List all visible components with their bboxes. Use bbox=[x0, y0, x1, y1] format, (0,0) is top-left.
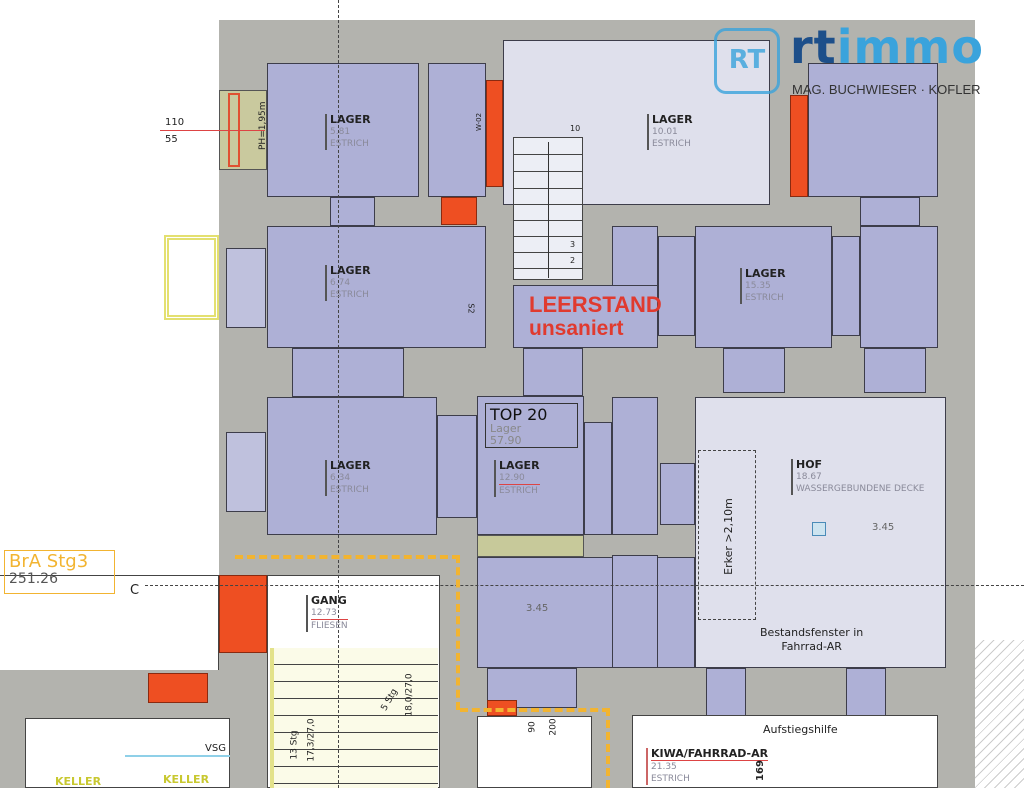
level-marker-1: 3.45 bbox=[526, 603, 549, 614]
orange-wall-3 bbox=[790, 95, 808, 197]
corridor-top bbox=[330, 197, 375, 226]
orange-wall-4 bbox=[219, 575, 267, 653]
orange-wall-2 bbox=[441, 197, 477, 225]
logo-tagline: MAG. BUCHWIESER · KOFLER bbox=[792, 82, 981, 97]
corridor-center bbox=[523, 348, 583, 396]
glass-line bbox=[125, 755, 230, 757]
room-lager-6-74[interactable] bbox=[267, 226, 486, 348]
room-small-top[interactable] bbox=[428, 63, 486, 197]
stair-step-2: 2 bbox=[570, 256, 576, 265]
door-height: 200 bbox=[548, 718, 559, 736]
corridor-top-right bbox=[860, 197, 920, 226]
keller-label-1: KELLER bbox=[55, 775, 102, 788]
dim-169: 169 bbox=[754, 760, 766, 781]
stair-5-dim: 18,0/27,0 bbox=[404, 673, 415, 717]
corridor-left bbox=[292, 348, 404, 397]
stair-13-dim: 17,3/27,0 bbox=[306, 718, 317, 762]
link-right bbox=[832, 236, 860, 336]
orange-wall-5 bbox=[148, 673, 208, 703]
window-15 bbox=[723, 348, 785, 393]
logo: RT rtimmo MAG. BUCHWIESER · KOFLER bbox=[714, 20, 1014, 100]
orange-wall-1 bbox=[486, 80, 503, 187]
window-yellow-ext bbox=[164, 235, 219, 320]
window-code: W-02 bbox=[475, 112, 484, 132]
right-white bbox=[975, 640, 1024, 788]
link-mid bbox=[658, 236, 695, 336]
ph-label: PH=1,95m bbox=[258, 101, 268, 150]
height-label-top: 110 bbox=[165, 117, 185, 128]
unit-box-top-20: TOP 20 Lager 57.90 bbox=[485, 403, 578, 448]
staircase bbox=[513, 137, 583, 280]
stair-gang bbox=[270, 648, 438, 788]
s2-label: S2 bbox=[466, 303, 476, 314]
link-6-34 bbox=[437, 415, 477, 518]
room-leerstand[interactable] bbox=[513, 285, 658, 348]
status-leerstand: LEERSTAND unsaniert bbox=[529, 292, 662, 341]
column-3 bbox=[612, 397, 658, 535]
yellow-boundary-bottom bbox=[460, 708, 610, 788]
logo-wordmark: rtimmo bbox=[790, 20, 984, 74]
bra-box: BrA Stg3 251.26 bbox=[4, 550, 115, 594]
yellow-boundary bbox=[235, 555, 460, 710]
room-right-mid[interactable] bbox=[860, 226, 938, 348]
threshold bbox=[477, 535, 584, 557]
height-label-bottom: 55 bbox=[165, 134, 178, 145]
window-right bbox=[864, 348, 926, 393]
vsg-label: VSG bbox=[205, 743, 226, 754]
erker-outline bbox=[698, 450, 756, 620]
room-lower[interactable] bbox=[477, 557, 695, 668]
axis-line-v1 bbox=[338, 0, 339, 788]
stair-step-10: 10 bbox=[570, 124, 581, 133]
section-mark-c: C bbox=[130, 583, 140, 598]
window-hof-right bbox=[846, 668, 886, 716]
aufstiegshilfe-label: Aufstiegshilfe bbox=[763, 723, 838, 736]
window-hof-left bbox=[706, 668, 746, 716]
door-width: 90 bbox=[527, 721, 538, 733]
gully-icon bbox=[812, 522, 826, 536]
column-2 bbox=[584, 422, 612, 535]
stair-13-label: 13 Stg bbox=[289, 730, 300, 760]
height-line bbox=[160, 130, 265, 131]
window-left-1 bbox=[226, 248, 266, 328]
room-lager-6-34[interactable] bbox=[267, 397, 437, 535]
erker-label: Erker >2,10m bbox=[721, 498, 735, 575]
window-left-2 bbox=[226, 432, 266, 512]
logo-monogram: RT bbox=[714, 28, 780, 94]
room-lager-15-35[interactable] bbox=[695, 226, 832, 348]
column-lower bbox=[612, 555, 658, 668]
keller-label-2: KELLER bbox=[163, 773, 210, 786]
axis-line-h1 bbox=[145, 585, 1024, 586]
room-entry-bottom[interactable] bbox=[477, 716, 592, 788]
level-marker-2: 3.45 bbox=[872, 522, 895, 533]
stair-step-3: 3 bbox=[570, 240, 576, 249]
window-hof-west bbox=[660, 463, 695, 525]
room-lager-5-81[interactable] bbox=[267, 63, 419, 197]
room-top-right[interactable] bbox=[808, 63, 938, 197]
outer-lower-white bbox=[0, 575, 219, 670]
